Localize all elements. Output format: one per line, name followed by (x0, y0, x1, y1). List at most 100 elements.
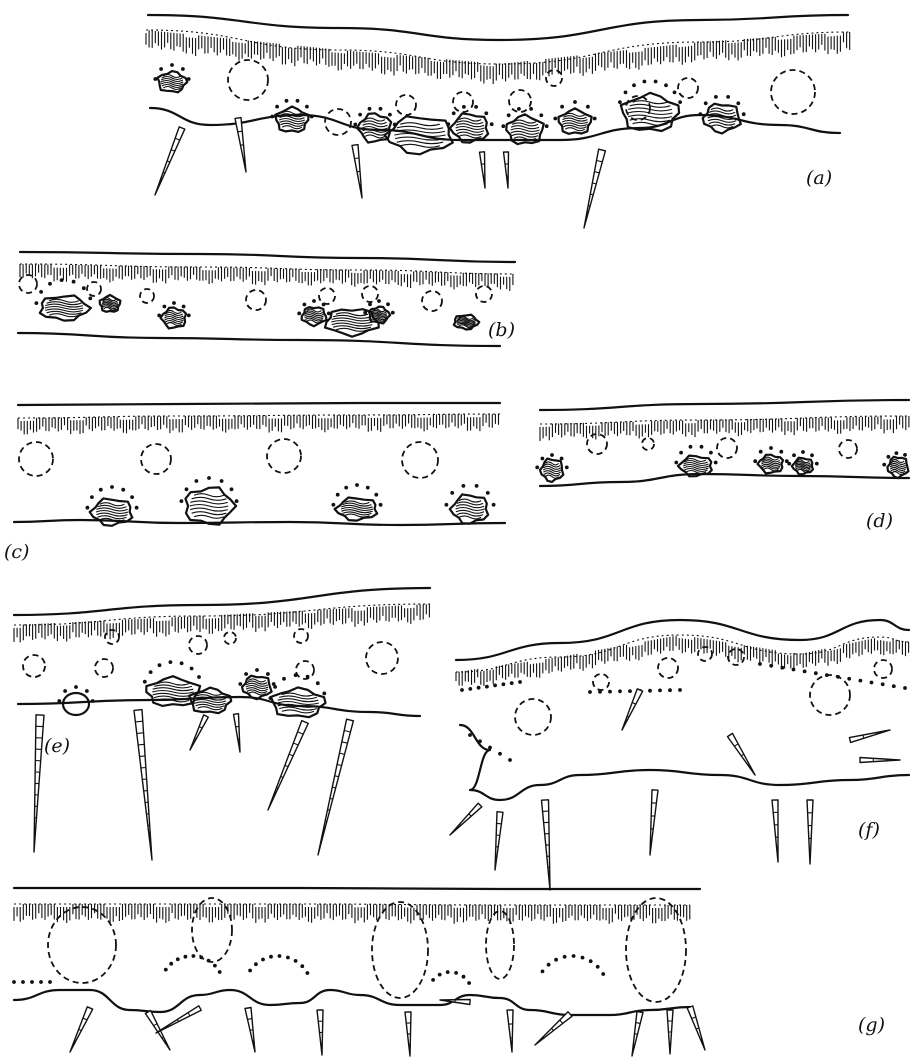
dot (468, 733, 472, 737)
dot (74, 685, 78, 689)
dot (158, 663, 162, 667)
dot (310, 115, 314, 119)
dot (363, 311, 367, 315)
spine-body (156, 1006, 201, 1033)
dot (887, 455, 891, 459)
dot (501, 124, 505, 128)
dot (736, 101, 740, 105)
fibre-strokes (14, 604, 429, 642)
panel-g (12, 888, 705, 1056)
dot (39, 980, 43, 984)
oil-cell (771, 70, 815, 114)
dot (278, 954, 282, 958)
oil-cell (296, 661, 314, 679)
dot (478, 739, 482, 743)
secretion-gland (186, 487, 237, 524)
dot (601, 972, 605, 976)
gland-texture (761, 457, 780, 471)
dot (792, 453, 796, 457)
dot (213, 964, 217, 968)
dot (35, 301, 39, 305)
panel-e (14, 588, 430, 860)
fibre-band (14, 604, 430, 642)
secretion-gland (335, 498, 378, 521)
secretion-gland (454, 315, 480, 330)
dot (327, 312, 331, 316)
dot (628, 689, 632, 693)
dot (358, 113, 362, 117)
spine (772, 800, 778, 862)
panel-f-label: (f) (858, 819, 880, 841)
dot (157, 314, 161, 318)
gland-texture (683, 459, 709, 474)
spine (145, 1011, 170, 1051)
spine-body (504, 152, 509, 188)
dot (90, 495, 94, 499)
dot (903, 686, 907, 690)
dot (207, 476, 211, 480)
dot (518, 680, 522, 684)
fibre-strokes (540, 416, 909, 441)
dot (48, 282, 52, 286)
oil-cell (362, 286, 378, 302)
secretion-gland (242, 676, 272, 700)
dot (553, 117, 557, 121)
oil-cell (366, 642, 398, 674)
fibre-strokes (146, 30, 850, 84)
dot (485, 685, 489, 689)
dot (197, 675, 201, 679)
oil-cell (402, 442, 438, 478)
dot (218, 970, 222, 974)
oil-cell (453, 92, 473, 112)
spine-body (622, 689, 643, 730)
spine-body (318, 719, 353, 855)
oil-cell (810, 675, 850, 715)
spine (156, 1006, 201, 1033)
dot (498, 752, 502, 756)
oil-cell (839, 440, 857, 458)
dot (689, 445, 693, 449)
dot (709, 451, 713, 455)
spine-body (190, 715, 208, 750)
dot-row (143, 660, 201, 683)
spine (542, 800, 551, 890)
oil-cell (476, 286, 492, 302)
spine (807, 800, 813, 864)
gland-texture (456, 499, 485, 519)
dot (230, 487, 234, 491)
spine-body (535, 1012, 572, 1045)
gland-texture (371, 309, 387, 322)
dot-row (12, 980, 52, 984)
dot (759, 450, 763, 454)
dot (581, 956, 585, 960)
dot-row (431, 970, 471, 985)
fibre-band (20, 264, 515, 291)
dot (446, 122, 450, 126)
spine-body (728, 733, 756, 775)
dot (296, 99, 300, 103)
gland-texture (890, 460, 906, 475)
dot (143, 680, 147, 684)
dot (282, 677, 286, 681)
dot (618, 689, 622, 693)
oil-cell (141, 444, 171, 474)
dot (468, 687, 472, 691)
dot-row (460, 680, 522, 692)
secretion-gland (792, 458, 813, 475)
dot (63, 689, 67, 693)
dot (673, 91, 677, 95)
dot (892, 684, 896, 688)
oil-cell (246, 290, 266, 310)
oil-cell (698, 647, 712, 661)
oil-cell (515, 699, 551, 735)
gland-texture (279, 111, 305, 128)
dot (190, 667, 194, 671)
oil-cell (587, 434, 607, 454)
inner-edge-left (14, 990, 440, 1012)
dot-row (248, 954, 309, 975)
dot (57, 699, 61, 703)
dot (742, 112, 746, 116)
gland-texture (45, 299, 83, 316)
dot (176, 957, 180, 961)
